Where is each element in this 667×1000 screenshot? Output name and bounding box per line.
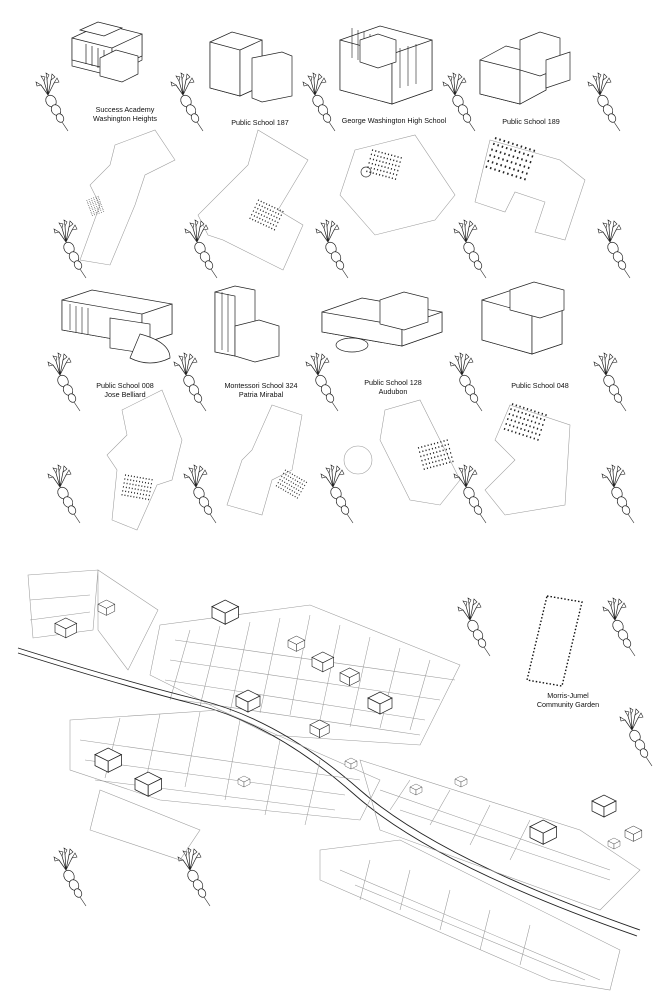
label-success-academy: Success Academy Washington Heights <box>45 105 205 123</box>
label-line: Public School 187 <box>231 118 289 127</box>
label-line: Washington Heights <box>92 114 158 123</box>
label-george-washington: George Washington High School <box>314 116 474 125</box>
community-garden-parcel <box>526 595 583 687</box>
axon-success-academy <box>71 21 143 83</box>
label-ps189: Public School 189 <box>451 117 611 126</box>
plan-ps008 <box>106 389 183 531</box>
axon-ps048 <box>481 281 565 355</box>
neighborhood-map <box>17 569 643 991</box>
label-line: Public School 048 <box>511 381 569 390</box>
label-line: Public School 128 <box>364 378 422 387</box>
label-ps008: Public School 008 Jose Belliard <box>45 381 205 399</box>
label-line: Morris-Jumel <box>547 691 589 700</box>
plan-ps128 <box>343 399 461 506</box>
axon-george-washington <box>339 25 433 105</box>
label-line: Community Garden <box>536 700 600 709</box>
plan-success-academy <box>79 129 176 266</box>
label-line: Jose Belliard <box>104 390 146 399</box>
label-line: Public School 189 <box>502 117 560 126</box>
plan-george-washington <box>339 134 456 236</box>
label-line: Patria Mirabal <box>238 390 284 399</box>
label-line: Audubon <box>378 387 408 396</box>
label-line: Success Academy <box>95 105 155 114</box>
plan-ps189 <box>474 136 586 241</box>
label-line: George Washington High School <box>341 116 447 125</box>
label-line: Montessori School 324 <box>224 381 298 390</box>
axon-ps189 <box>479 31 571 105</box>
axon-montessori-324 <box>214 285 280 363</box>
label-ps048: Public School 048 <box>460 381 620 390</box>
plan-ps048 <box>484 403 571 516</box>
label-line: Public School 008 <box>96 381 154 390</box>
axon-ps187 <box>209 31 293 103</box>
label-ps187: Public School 187 <box>180 118 340 127</box>
plan-ps187 <box>197 129 309 271</box>
label-montessori-324: Montessori School 324 Patria Mirabal <box>181 381 341 399</box>
radish-icon-group <box>35 72 653 907</box>
axon-ps128 <box>321 291 443 353</box>
axon-ps008 <box>61 289 173 364</box>
label-community-garden: Morris-Jumel Community Garden <box>488 691 648 709</box>
plan-montessori-324 <box>226 404 310 516</box>
label-ps128: Public School 128 Audubon <box>313 378 473 396</box>
